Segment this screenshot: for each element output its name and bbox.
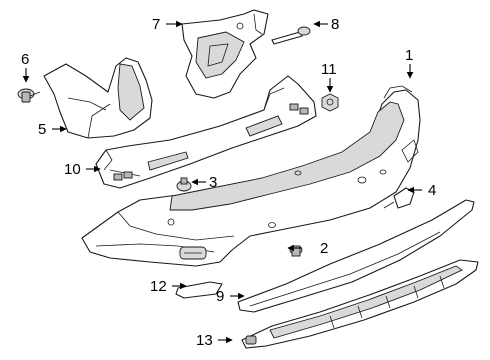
reflector <box>175 281 223 299</box>
bumper-cover <box>81 85 421 267</box>
callout-1: 1 <box>405 47 413 64</box>
callout-11: 11 <box>321 61 337 78</box>
callout-12: 12 <box>150 278 167 295</box>
callout-7: 7 <box>152 16 160 33</box>
callout-9: 9 <box>216 288 224 305</box>
side-bracket-panel <box>43 57 153 139</box>
leader-lines <box>22 20 422 344</box>
callout-13: 13 <box>196 332 213 349</box>
callout-5: 5 <box>38 121 46 138</box>
callout-6: 6 <box>21 51 29 68</box>
reinforcement-beam <box>95 75 317 189</box>
retainer-clip <box>17 88 41 103</box>
push-clip <box>176 177 192 192</box>
lower-skid-plate <box>237 199 475 313</box>
upper-mounting-bracket <box>181 9 269 99</box>
hex-nut <box>321 93 339 112</box>
callout-3: 3 <box>209 174 217 191</box>
lower-trim-diffuser <box>241 259 479 349</box>
callout-labels: 1 2 3 4 5 6 7 8 9 10 11 12 13 <box>21 16 436 349</box>
callout-10: 10 <box>64 161 81 178</box>
callout-2: 2 <box>320 240 328 257</box>
callout-4: 4 <box>428 182 436 199</box>
mounting-screw <box>271 26 311 45</box>
callout-8: 8 <box>331 16 339 33</box>
